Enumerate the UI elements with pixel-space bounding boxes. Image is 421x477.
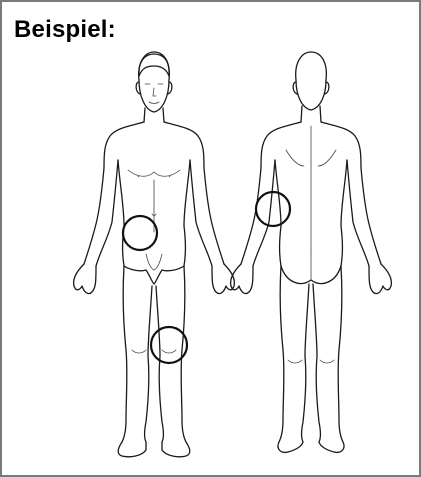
marker-back-elbow — [256, 192, 290, 226]
marker-front-knee — [151, 327, 187, 363]
front-view-body — [74, 52, 235, 457]
marker-front-lower-abdomen — [123, 216, 157, 250]
back-view-body — [231, 52, 392, 452]
